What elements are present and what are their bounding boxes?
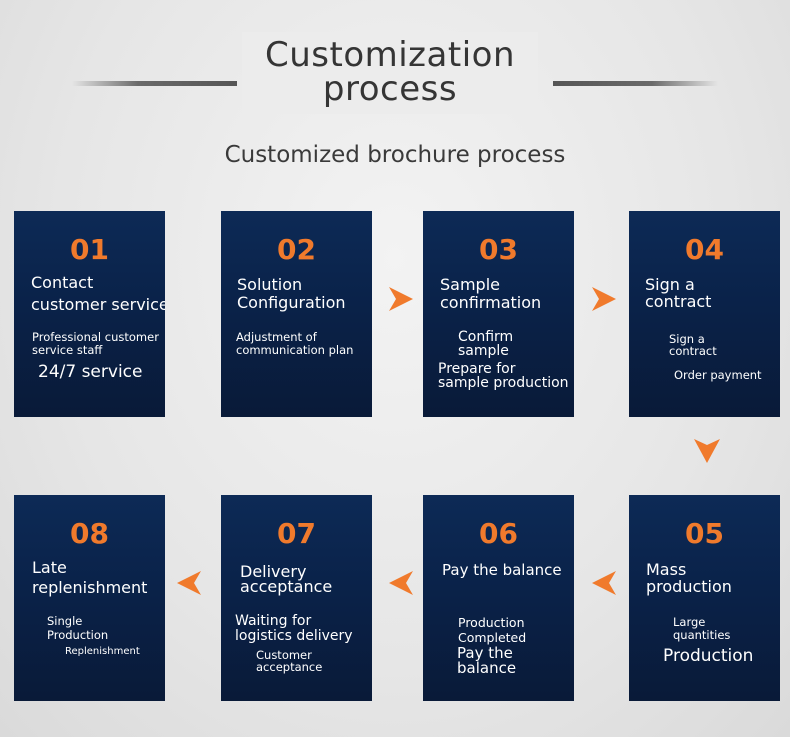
step-detail: Replenishment [65, 646, 140, 657]
step-detail: Professional customer [32, 330, 159, 344]
step-number: 03 [479, 233, 518, 266]
step-title-line: Sign a [645, 275, 695, 294]
step-detail: Waiting for [235, 613, 312, 629]
step-detail: balance [457, 659, 517, 677]
arrow-left-icon [389, 571, 413, 595]
step-title-line: Mass [646, 560, 687, 579]
step-detail: logistics delivery [235, 628, 353, 644]
step-title-line: Solution [237, 275, 303, 294]
step-number: 02 [277, 233, 316, 266]
arrow-left-icon [592, 571, 616, 595]
page-title-line-2: process [322, 69, 458, 109]
step-title-line: Delivery [240, 562, 307, 581]
subtitle: Customized brochure process [224, 142, 566, 168]
step-detail: Confirm [458, 329, 514, 345]
step-card-07: 07 Delivery acceptance Waiting for logis… [221, 495, 372, 701]
step-number: 04 [685, 233, 724, 266]
step-card-08: 08 Late replenishment Single Production … [14, 495, 165, 701]
step-detail: Customer [256, 648, 312, 662]
step-card-01: 01 Contact customer service Professional… [14, 211, 165, 417]
step-title-line: replenishment [32, 578, 148, 597]
arrow-right-icon [592, 287, 616, 311]
step-title-line: confirmation [440, 293, 542, 312]
step-card-05: 05 Mass production Large quantities Prod… [629, 495, 780, 701]
step-detail: Production [458, 615, 525, 630]
step-title-line: Contact [31, 273, 94, 292]
title-box: Customization process [242, 32, 538, 114]
step-detail: Adjustment of [236, 330, 317, 344]
step-number: 05 [685, 517, 724, 550]
step-detail: Completed [458, 630, 527, 645]
step-detail: Pay the [457, 644, 513, 662]
step-title-line: Pay the balance [442, 561, 562, 579]
step-number: 07 [277, 517, 316, 550]
step-detail: sample [458, 343, 509, 359]
step-title-line: contract [645, 292, 712, 311]
step-detail: 24/7 service [38, 362, 143, 382]
page-title-line-1: Customization [264, 35, 515, 75]
step-card-04: 04 Sign a contract Sign a contract Order… [629, 211, 780, 417]
step-detail: Sign a [669, 332, 705, 346]
arrow-right-icon [389, 287, 413, 311]
step-number: 08 [70, 517, 109, 550]
left-divider [72, 81, 237, 86]
step-card-06: 06 Pay the balance Production Completed … [423, 495, 574, 701]
step-card-02: 02 Solution Configuration Adjustment of … [221, 211, 372, 417]
step-title-line: production [646, 577, 732, 596]
step-detail: Large [673, 615, 706, 629]
step-title-line: Sample [440, 275, 500, 294]
step-number: 01 [70, 233, 109, 266]
arrow-left-icon [177, 571, 201, 595]
step-detail: communication plan [236, 343, 354, 357]
step-detail: Single [47, 614, 83, 628]
step-detail: sample production [438, 375, 569, 391]
step-card-03: 03 Sample confirmation Confirm sample Pr… [423, 211, 574, 417]
step-title-line: Late [32, 558, 67, 577]
step-detail: contract [669, 344, 717, 358]
step-title-line: customer service [31, 295, 165, 314]
step-detail: Prepare for [438, 361, 516, 377]
arrow-down-icon [694, 439, 720, 463]
step-detail: service staff [32, 343, 103, 357]
step-number: 06 [479, 517, 518, 550]
right-divider [553, 81, 718, 86]
step-title-line: Configuration [237, 293, 346, 312]
step-detail: quantities [673, 628, 731, 642]
step-detail: Production [47, 628, 109, 642]
step-detail: acceptance [256, 660, 323, 674]
step-title-line: acceptance [240, 577, 333, 596]
step-detail: Order payment [674, 368, 762, 382]
step-detail: Production [663, 646, 754, 666]
